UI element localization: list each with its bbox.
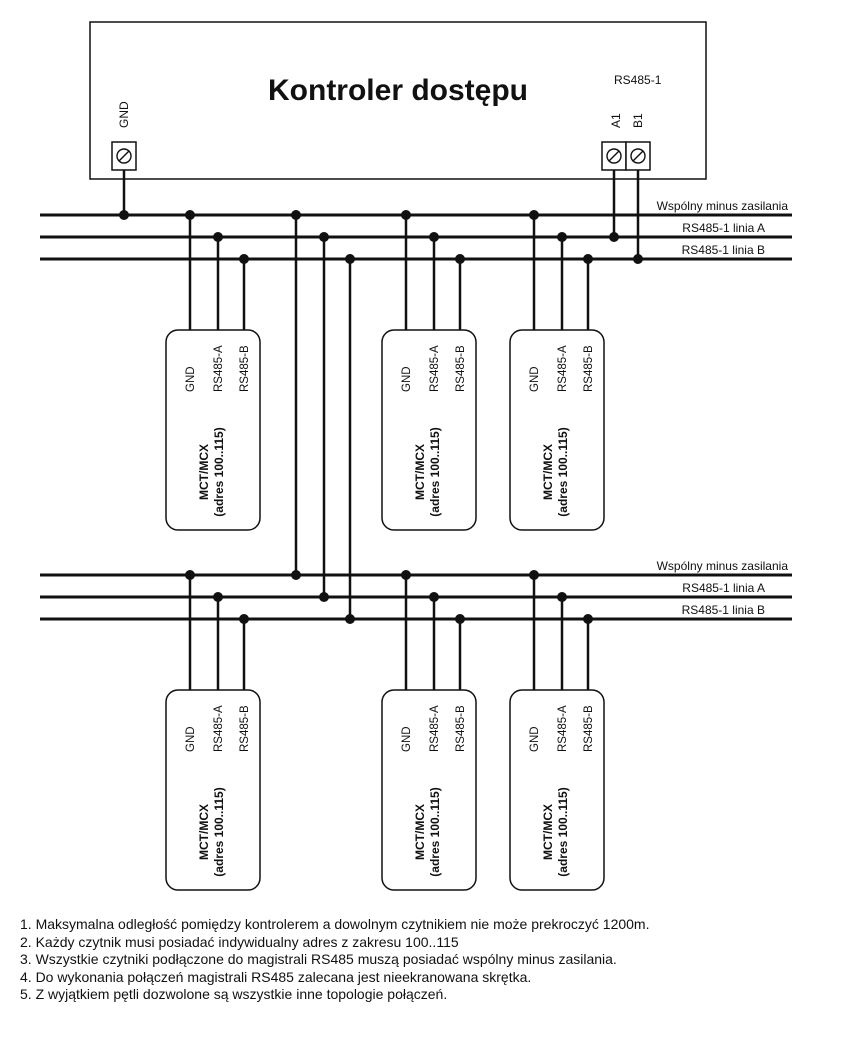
junction-dot bbox=[401, 570, 411, 580]
lower-line-a-label: RS485-1 linia A bbox=[682, 581, 765, 595]
junction-dot bbox=[185, 210, 195, 220]
junction-dot bbox=[319, 232, 329, 242]
a1-terminal bbox=[601, 141, 627, 171]
junction-dot bbox=[455, 254, 465, 264]
junction-dot bbox=[583, 614, 593, 624]
reader-model-label: MCT/MCX bbox=[197, 444, 211, 500]
reader-rs485-b-pin-label: RS485-B bbox=[455, 345, 467, 392]
junction-dot bbox=[239, 614, 249, 624]
junction-dot bbox=[557, 232, 567, 242]
junction-dots bbox=[119, 210, 643, 624]
reader-address-label: (adres 100..115) bbox=[556, 427, 570, 516]
reader-module: GND RS485-A RS485-B MCT/MCX(adres 100..115) bbox=[165, 210, 261, 531]
reader-box bbox=[381, 689, 477, 891]
reader-model-label: MCT/MCX bbox=[197, 804, 211, 860]
junction-dot bbox=[455, 614, 465, 624]
controller-gnd-label: GND bbox=[117, 101, 131, 128]
reader-box bbox=[165, 689, 261, 891]
junction-dot bbox=[291, 570, 301, 580]
junction-dot bbox=[609, 232, 619, 242]
reader-rs485-b-pin-label: RS485-B bbox=[239, 705, 251, 752]
reader-model-label: MCT/MCX bbox=[541, 804, 555, 860]
reader-gnd-pin-label: GND bbox=[401, 366, 413, 392]
reader-module: GND RS485-A RS485-B MCT/MCX(adres 100..115) bbox=[381, 210, 477, 531]
reader-module: GND RS485-A RS485-B MCT/MCX(adres 100..115) bbox=[381, 570, 477, 891]
upper-line-a-label: RS485-1 linia A bbox=[682, 221, 765, 235]
reader-gnd-pin-label: GND bbox=[529, 366, 541, 392]
upper-minus-label: Wspólny minus zasilania bbox=[657, 199, 789, 213]
gnd-terminal bbox=[111, 141, 137, 171]
reader-box bbox=[381, 329, 477, 531]
junction-dot bbox=[345, 254, 355, 264]
reader-rs485-a-pin-label: RS485-A bbox=[557, 705, 569, 752]
note-5: 5. Z wyjątkiem pętli dozwolone są wszyst… bbox=[20, 986, 448, 1002]
junction-dot bbox=[429, 592, 439, 602]
junction-dot bbox=[239, 254, 249, 264]
reader-address-label: (adres 100..115) bbox=[212, 427, 226, 516]
junction-dot bbox=[119, 210, 129, 220]
junction-dot bbox=[213, 232, 223, 242]
junction-dot bbox=[401, 210, 411, 220]
reader-gnd-pin-label: GND bbox=[401, 726, 413, 752]
reader-model-label: MCT/MCX bbox=[541, 444, 555, 500]
reader-address-label: (adres 100..115) bbox=[428, 787, 442, 876]
reader-module: GND RS485-A RS485-B MCT/MCX(adres 100..115) bbox=[509, 570, 605, 891]
junction-dot bbox=[529, 570, 539, 580]
reader-gnd-pin-label: GND bbox=[529, 726, 541, 752]
reader-rs485-a-pin-label: RS485-A bbox=[429, 705, 441, 752]
b1-terminal bbox=[625, 141, 651, 171]
reader-model-label: MCT/MCX bbox=[413, 804, 427, 860]
note-1: 1. Maksymalna odległość pomiędzy kontrol… bbox=[20, 916, 650, 932]
junction-dot bbox=[291, 210, 301, 220]
reader-rs485-a-pin-label: RS485-A bbox=[213, 345, 225, 392]
reader-module: GND RS485-A RS485-B MCT/MCX(adres 100..115) bbox=[165, 570, 261, 891]
reader-module: GND RS485-A RS485-B MCT/MCX(adres 100..115) bbox=[509, 210, 605, 531]
reader-address-label: (adres 100..115) bbox=[212, 787, 226, 876]
note-4: 4. Do wykonania połączeń magistrali RS48… bbox=[20, 968, 532, 985]
reader-gnd-pin-label: GND bbox=[185, 366, 197, 392]
junction-dot bbox=[557, 592, 567, 602]
reader-box bbox=[165, 329, 261, 531]
junction-dot bbox=[213, 592, 223, 602]
lower-minus-label: Wspólny minus zasilania bbox=[657, 559, 789, 573]
lower-line-b-label: RS485-1 linia B bbox=[682, 603, 765, 617]
controller-a1-label: A1 bbox=[609, 113, 623, 128]
reader-rs485-b-pin-label: RS485-B bbox=[455, 705, 467, 752]
junction-dot bbox=[633, 254, 643, 264]
note-2: 2. Każdy czytnik musi posiadać indywidua… bbox=[20, 933, 459, 950]
reader-box bbox=[509, 689, 605, 891]
junction-dot bbox=[583, 254, 593, 264]
reader-address-label: (adres 100..115) bbox=[428, 427, 442, 516]
junction-dot bbox=[319, 592, 329, 602]
upper-line-b-label: RS485-1 linia B bbox=[682, 243, 765, 257]
reader-rs485-b-pin-label: RS485-B bbox=[583, 345, 595, 392]
controller-b1-label: B1 bbox=[631, 113, 645, 128]
reader-rs485-a-pin-label: RS485-A bbox=[557, 345, 569, 392]
rs485-port-label: RS485-1 bbox=[614, 73, 662, 87]
notes-list: 1. Maksymalna odległość pomiędzy kontrol… bbox=[20, 916, 840, 1004]
note-3: 3. Wszystkie czytniki podłączone do magi… bbox=[20, 951, 617, 967]
reader-rs485-a-pin-label: RS485-A bbox=[429, 345, 441, 392]
junction-dot bbox=[185, 570, 195, 580]
reader-rs485-b-pin-label: RS485-B bbox=[583, 705, 595, 752]
controller-title: Kontroler dostępu bbox=[268, 74, 528, 107]
reader-address-label: (adres 100..115) bbox=[556, 787, 570, 876]
reader-gnd-pin-label: GND bbox=[185, 726, 197, 752]
junction-dot bbox=[529, 210, 539, 220]
reader-rs485-a-pin-label: RS485-A bbox=[213, 705, 225, 752]
reader-model-label: MCT/MCX bbox=[413, 444, 427, 500]
reader-box bbox=[509, 329, 605, 531]
junction-dot bbox=[345, 614, 355, 624]
junction-dot bbox=[429, 232, 439, 242]
reader-rs485-b-pin-label: RS485-B bbox=[239, 345, 251, 392]
